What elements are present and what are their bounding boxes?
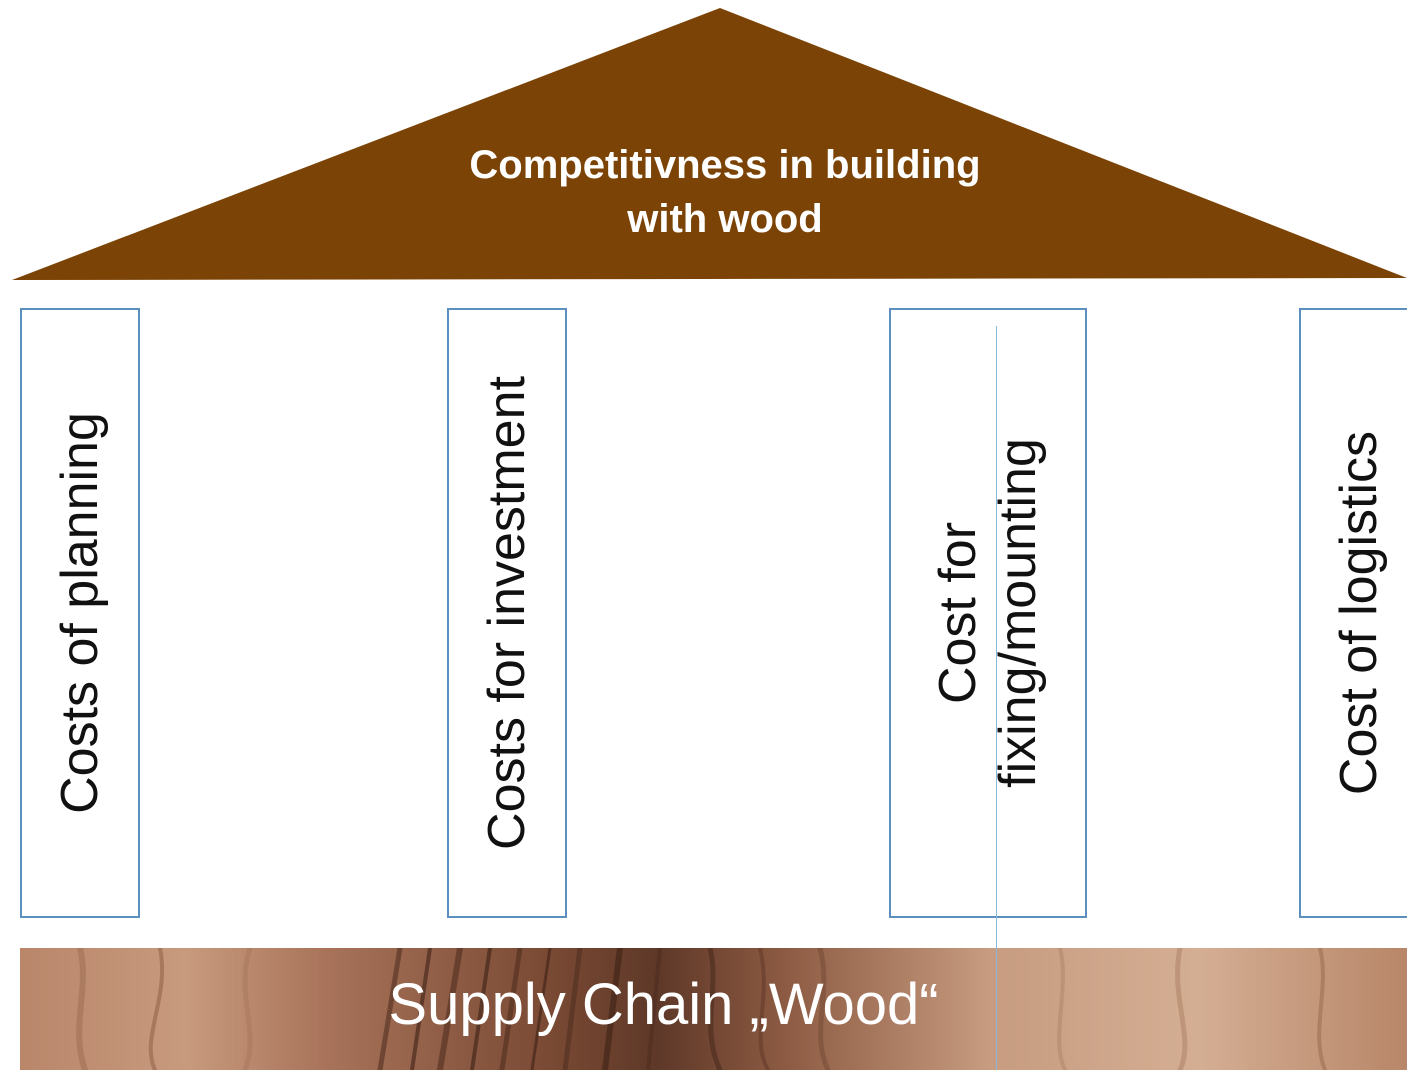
pillar-label: Costs for investment: [478, 376, 536, 850]
pillar-costs-of-planning: Costs of planning: [20, 308, 140, 918]
wood-grain-texture: [76, 948, 1327, 1070]
pillar-cost-for-fixing-mounting: Cost for fixing/mounting: [889, 308, 1087, 918]
foundation-label: Supply Chain „Wood“: [388, 972, 939, 1037]
foundation-wood: Supply Chain „Wood“: [20, 948, 1407, 1070]
stray-connector-line: [996, 326, 997, 1070]
pillar-label: Cost of logistics: [1330, 430, 1388, 796]
roof: [12, 8, 1407, 280]
roof-shape: [12, 8, 1407, 280]
pillar-costs-for-investment: Costs for investment: [447, 308, 567, 918]
pillar-cost-of-logistics: Cost of logistics: [1299, 308, 1407, 918]
pillar-label: Cost for fixing/mounting: [929, 438, 1047, 788]
roof-title: Competitivness in building with wood: [469, 143, 981, 241]
pillar-label: Costs of planning: [51, 412, 109, 814]
